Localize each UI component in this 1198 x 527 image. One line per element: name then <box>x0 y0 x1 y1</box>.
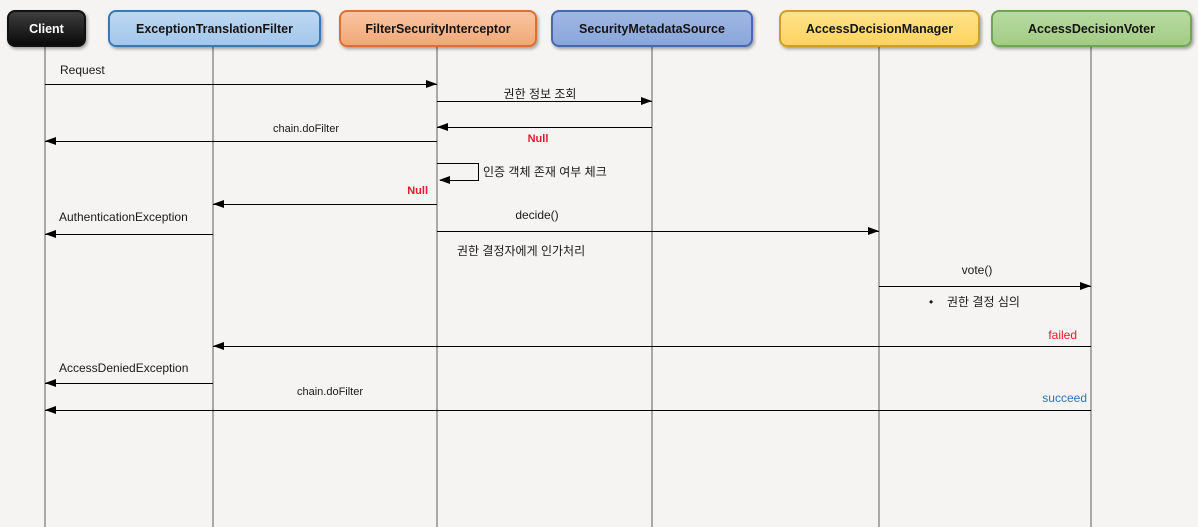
msg-request-line <box>45 84 437 86</box>
msg-authority-info-return-null-line <box>437 127 652 129</box>
actor-client: Client <box>7 10 86 47</box>
msg-authentication-exception-arrowhead-icon <box>45 230 56 238</box>
lifeline-security-metadata-source <box>651 47 653 527</box>
msg-access-denied-exception-label: AccessDeniedException <box>59 361 189 375</box>
msg-access-denied-exception-line <box>45 383 213 385</box>
msg-request-arrowhead-icon <box>426 80 437 88</box>
msg-chain-dofilter-first-arrowhead-icon <box>45 137 56 145</box>
msg-chain-dofilter-first-line <box>45 141 437 143</box>
msg-auth-null-return-line <box>213 204 437 206</box>
actor-access-decision-voter: AccessDecisionVoter <box>991 10 1192 47</box>
msg-decide-arrowhead-icon <box>868 227 879 235</box>
note-note-vote-deliberation-bullet-icon: • <box>929 295 934 309</box>
lifeline-access-decision-manager <box>878 47 880 527</box>
note-delegate-authorization: 권한 결정자에게 인가처리 <box>457 244 586 258</box>
msg-authority-info-query-label: 권한 정보 조회 <box>503 87 577 101</box>
actor-filter-security-interceptor: FilterSecurityInterceptor <box>339 10 537 47</box>
msg-auth-object-check-loop-bottom <box>440 180 479 182</box>
note-vote-deliberation: 권한 결정 심의 <box>947 295 1020 309</box>
msg-authority-info-query-line <box>437 101 652 103</box>
lifeline-filter-security-interceptor <box>436 47 438 527</box>
msg-vote-failed-return-label: failed <box>1048 328 1077 342</box>
msg-auth-object-check-arrowhead-icon <box>439 176 450 184</box>
msg-vote-failed-return-arrowhead-icon <box>213 342 224 350</box>
msg-auth-null-return-arrowhead-icon <box>213 200 224 208</box>
msg-chain-dofilter-second-label: chain.doFilter <box>296 386 364 398</box>
msg-authority-info-return-null-label: Null <box>527 133 549 145</box>
msg-request-label: Request <box>60 63 105 77</box>
msg-auth-null-return-label: Null <box>407 185 428 197</box>
msg-vote-failed-return-line <box>213 346 1091 348</box>
actor-access-decision-manager: AccessDecisionManager <box>779 10 980 47</box>
msg-vote-arrowhead-icon <box>1080 282 1091 290</box>
msg-access-denied-exception-arrowhead-icon <box>45 379 56 387</box>
msg-vote-line <box>879 286 1091 288</box>
msg-chain-dofilter-second-arrowhead-icon <box>45 406 56 414</box>
msg-decide-line <box>437 231 879 233</box>
msg-authentication-exception-line <box>45 234 213 236</box>
lifeline-exception-translation-filter <box>212 47 214 527</box>
actor-exception-translation-filter: ExceptionTranslationFilter <box>108 10 321 47</box>
msg-chain-dofilter-first-label: chain.doFilter <box>272 123 340 135</box>
msg-auth-object-check-label: 인증 객체 존재 여부 체크 <box>483 165 607 179</box>
msg-chain-dofilter-second-line <box>45 410 1091 412</box>
msg-decide-label: decide() <box>515 208 559 222</box>
msg-auth-object-check-loop-top <box>437 163 478 165</box>
label-succeed: succeed <box>1042 391 1087 405</box>
actor-security-metadata-source: SecurityMetadataSource <box>551 10 753 47</box>
msg-auth-object-check-loop-right <box>478 163 480 180</box>
msg-authentication-exception-label: AuthenticationException <box>59 210 188 224</box>
lifeline-client <box>44 47 46 527</box>
msg-authority-info-return-null-arrowhead-icon <box>437 123 448 131</box>
msg-vote-label: vote() <box>961 263 993 277</box>
msg-authority-info-query-arrowhead-icon <box>641 97 652 105</box>
